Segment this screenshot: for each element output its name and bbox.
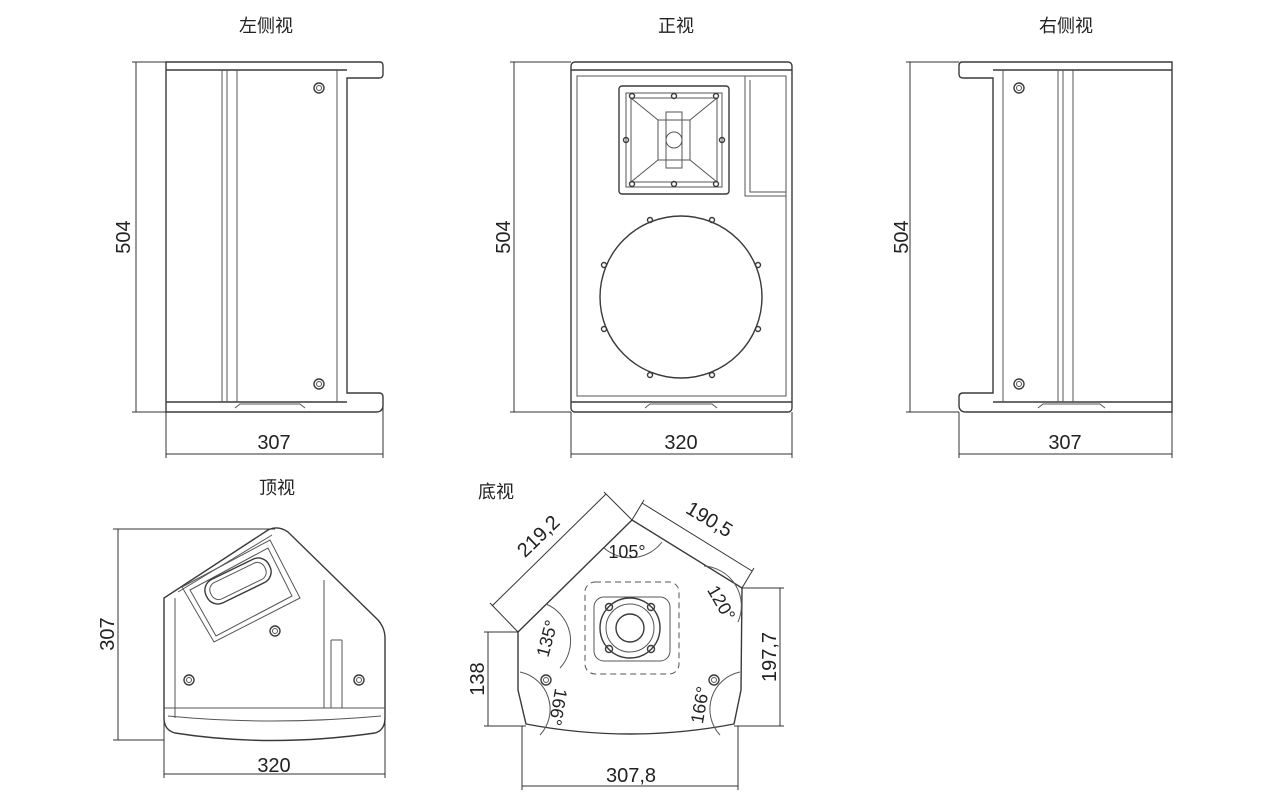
bottom-view: 底视 219,2 190,5 138 197,7 307,8 [467,482,784,790]
angle-lower-left-label: 166° [545,687,571,727]
bottom-right-height-label: 197,7 [759,632,781,682]
right-height-label: 504 [891,220,913,253]
front-view: 正视 [493,16,793,458]
angle-upper-left-label: 135° [533,618,562,659]
right-width-label: 307 [1048,432,1081,454]
top-cabinet-outline [163,527,386,742]
angle-lower-right-label: 166° [687,685,713,725]
left-side-view: 左侧视 504 307 [113,16,384,458]
front-cabinet-outline [570,61,793,413]
connector-plate [584,581,680,675]
angle-upper-right-label: 120° [703,582,739,624]
left-cabinet-outline [165,61,384,413]
bottom-edge-right-label: 190,5 [682,498,736,543]
top-view: 顶视 307 320 [97,478,386,778]
bottom-cabinet-outline [517,519,743,735]
bottom-view-title: 底视 [478,482,514,503]
woofer [599,215,763,379]
angle-top-label: 105° [608,542,645,562]
left-view-title: 左侧视 [239,16,293,37]
front-width-label: 320 [664,432,697,454]
front-view-title: 正视 [658,16,694,37]
bottom-edge-left-label: 219,2 [513,511,564,562]
right-view-title: 右侧视 [1039,16,1093,37]
top-view-title: 顶视 [259,478,295,499]
bottom-width-label: 307,8 [606,765,656,787]
right-cabinet-outline [958,61,1173,413]
front-height-label: 504 [493,220,515,253]
bottom-left-height-label: 138 [467,662,489,695]
left-width-label: 307 [257,432,290,454]
left-height-label: 504 [113,220,135,253]
top-depth-label: 307 [97,617,119,650]
top-width-label: 320 [257,755,290,777]
horn-tweeter [618,85,730,195]
right-side-view: 右侧视 504 307 [891,16,1173,458]
